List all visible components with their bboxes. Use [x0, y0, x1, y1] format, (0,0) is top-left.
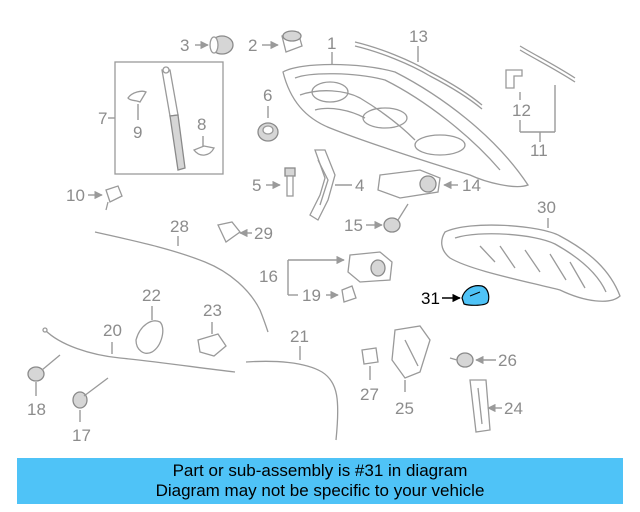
part-25: 25 [391, 325, 431, 418]
callout-29: 29 [254, 224, 273, 243]
part-24: 24 [469, 379, 523, 433]
callout-31: 31 [421, 289, 440, 308]
part-5: 5 [252, 167, 296, 197]
part-11-12: 12 11 [505, 45, 576, 160]
part-29: 29 [217, 221, 273, 243]
part-26: 26 [449, 351, 517, 370]
part-18: 18 [27, 354, 61, 419]
callout-20: 20 [103, 321, 122, 340]
callout-14: 14 [462, 176, 481, 195]
callout-22: 22 [142, 286, 161, 305]
callout-16: 16 [259, 267, 278, 286]
part-6: 6 [257, 86, 279, 142]
part-17: 17 [72, 377, 109, 445]
callout-1: 1 [327, 34, 336, 53]
part-7-strut: 7 9 8 [98, 61, 224, 175]
callout-30: 30 [537, 198, 556, 217]
callout-13: 13 [409, 27, 428, 46]
callout-15: 15 [344, 216, 363, 235]
part-31-shape [461, 285, 490, 306]
callout-8: 8 [197, 115, 206, 134]
callout-27: 27 [360, 385, 379, 404]
callout-10: 10 [66, 186, 85, 205]
part-28: 28 [94, 217, 269, 333]
callout-24: 24 [504, 399, 523, 418]
part-30: 30 [441, 198, 621, 302]
callout-28: 28 [170, 217, 189, 236]
part-21: 21 [245, 327, 339, 441]
part-16-19: 16 19 [259, 251, 393, 305]
callout-23: 23 [203, 301, 222, 320]
callout-12: 12 [512, 101, 531, 120]
part-27: 27 [360, 347, 379, 404]
part-31-highlighted: 31 [421, 285, 490, 308]
part-22: 22 [135, 286, 164, 354]
caption-line-1: Part or sub-assembly is #31 in diagram [172, 461, 468, 480]
callout-2: 2 [248, 36, 257, 55]
part-4: 4 [309, 149, 364, 221]
part-1-hood: 1 [282, 34, 529, 188]
caption-line-2: Diagram may not be specific to your vehi… [155, 481, 485, 500]
part-10: 10 [66, 185, 123, 211]
caption-banner: Part or sub-assembly is #31 in diagram D… [17, 458, 623, 504]
part-13: 13 [354, 27, 483, 110]
part-23: 23 [197, 301, 227, 357]
part-14: 14 [377, 169, 481, 199]
callout-21: 21 [290, 327, 309, 346]
callout-3: 3 [180, 36, 189, 55]
callout-19: 19 [302, 286, 321, 305]
part-3: 3 [180, 35, 234, 55]
callout-9: 9 [133, 123, 142, 142]
callout-26: 26 [498, 351, 517, 370]
callout-17: 17 [72, 426, 91, 445]
callout-18: 18 [27, 400, 46, 419]
callout-7: 7 [98, 109, 107, 128]
callout-4: 4 [355, 176, 364, 195]
callout-25: 25 [395, 399, 414, 418]
callout-5: 5 [252, 176, 261, 195]
part-15: 15 [344, 203, 409, 235]
callout-6: 6 [263, 86, 272, 105]
part-20: 20 [42, 321, 236, 373]
part-2: 2 [248, 30, 303, 55]
callout-11: 11 [530, 141, 548, 160]
